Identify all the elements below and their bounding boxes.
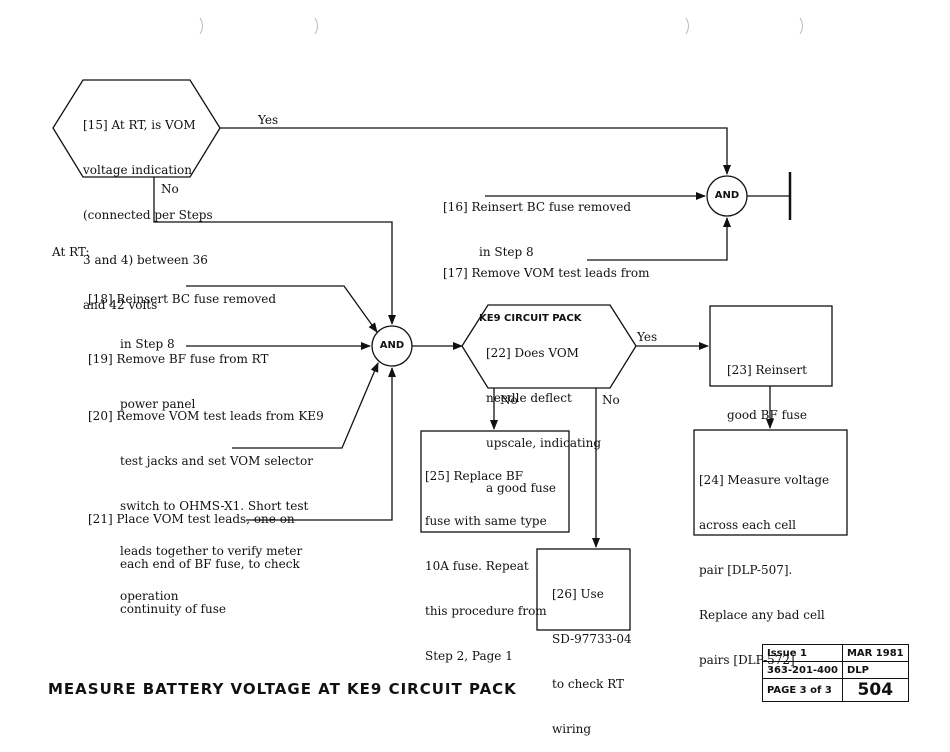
issue-block: Issue 1 MAR 1981 363-201-400 DLP PAGE 3 … xyxy=(762,644,909,702)
step-26-line: to check RT xyxy=(552,677,625,691)
step-21-line: each end of BF fuse, to check xyxy=(120,557,300,571)
step-18-line: [18] Reinsert BC fuse removed xyxy=(88,292,277,306)
no-label-22-left: No xyxy=(500,393,518,407)
step-17-line: [17] Remove VOM test leads from xyxy=(443,266,650,280)
step-26-line: SD-97733-04 xyxy=(552,632,632,646)
step-22: [22] Does VOM needle deflect upscale, in… xyxy=(486,316,601,511)
step-19: [19] Remove BF fuse from RT power panel xyxy=(88,322,269,427)
step-20-line: [20] Remove VOM test leads from KE9 xyxy=(88,409,324,423)
punch-mark xyxy=(314,17,318,35)
step-25-line: this procedure from xyxy=(425,604,547,618)
box-25-shape xyxy=(420,430,570,533)
box-23-shape xyxy=(709,305,833,387)
issue-number: Issue 1 xyxy=(762,644,843,662)
step-21-line: [21] Place VOM test leads, one on xyxy=(88,512,295,526)
punch-mark xyxy=(199,17,203,35)
step-24-line: across each cell xyxy=(699,518,796,532)
page-indicator: PAGE 3 of 3 xyxy=(762,678,843,702)
doc-number: 363-201-400 xyxy=(762,661,843,679)
step-24-line: Replace any bad cell xyxy=(699,608,825,622)
step-16-line: in Step 8 xyxy=(479,245,534,259)
step-22-line: [22] Does VOM xyxy=(486,346,579,360)
step-25-line: 10A fuse. Repeat xyxy=(425,559,529,573)
step-18-line: in Step 8 xyxy=(120,337,175,351)
dlp-number: 504 xyxy=(841,678,909,702)
step-19-line: [19] Remove BF fuse from RT xyxy=(88,352,269,366)
step-20-line: operation xyxy=(120,589,179,603)
step-25-line: [25] Replace BF xyxy=(425,469,524,483)
step-26-line: [26] Use xyxy=(552,587,604,601)
step-22-line: upscale, indicating xyxy=(486,436,602,450)
yes-label-15: Yes xyxy=(258,113,279,127)
step-15-line: (connected per Steps xyxy=(83,208,213,222)
step-18: [18] Reinsert BC fuse removed in Step 8 xyxy=(88,262,276,367)
step-23-line: [23] Reinsert xyxy=(727,363,807,377)
page-title: MEASURE BATTERY VOLTAGE AT KE9 CIRCUIT P… xyxy=(48,680,517,698)
punch-mark xyxy=(799,17,803,35)
no-label-22-right: No xyxy=(602,393,620,407)
step-15-line: voltage indication xyxy=(83,163,192,177)
step-17: [17] Remove VOM test leads from KE9 CIRC… xyxy=(443,236,650,341)
step-15: [15] At RT, is VOM voltage indication (c… xyxy=(83,88,213,328)
step-21: [21] Place VOM test leads, one on each e… xyxy=(88,482,300,632)
step-20: [20] Remove VOM test leads from KE9 test… xyxy=(88,379,324,619)
step-17-line: KE9 CIRCUIT PACK xyxy=(479,313,582,324)
connector-15-no xyxy=(153,177,396,325)
connector-21 xyxy=(246,367,396,521)
and-gate-1-label: AND xyxy=(714,190,740,201)
step-24-line: pair [DLP-507]. xyxy=(699,563,793,577)
step-21-line: continuity of fuse xyxy=(120,602,226,616)
and-gate-2-label: AND xyxy=(379,340,405,351)
step-25-line: fuse with same type xyxy=(425,514,547,528)
dlp-label: DLP xyxy=(841,661,909,679)
connector-17 xyxy=(587,217,731,261)
connector-15-yes xyxy=(220,127,731,175)
step-20-line: switch to OHMS-X1. Short test xyxy=(120,499,309,513)
step-22-line: needle deflect xyxy=(486,391,572,405)
step-25-line: Step 2, Page 1 xyxy=(425,649,513,663)
flowchart-canvas xyxy=(52,17,848,631)
connector-20 xyxy=(232,362,379,449)
intro-text: At RT: xyxy=(52,245,90,259)
yes-label-22: Yes xyxy=(637,330,658,344)
step-26-line: wiring xyxy=(552,722,592,736)
step-16: [16] Reinsert BC fuse removed in Step 8 xyxy=(443,170,631,275)
step-22-line: a good fuse xyxy=(486,481,557,495)
step-20-line: leads together to verify meter xyxy=(120,544,303,558)
step-23-line: good BF fuse xyxy=(727,408,808,422)
no-label-15: No xyxy=(161,182,179,196)
step-23: [23] Reinsert good BF fuse xyxy=(727,333,807,438)
decision-15-shape xyxy=(52,79,221,178)
step-24-line: [24] Measure voltage xyxy=(699,473,830,487)
step-15-line: and 42 volts xyxy=(83,298,158,312)
step-15-line: 3 and 4) between 36 xyxy=(83,253,208,267)
step-26: [26] Use SD-97733-04 to check RT wiring xyxy=(552,557,632,752)
punch-mark xyxy=(685,17,689,35)
step-15-line: [15] At RT, is VOM xyxy=(83,118,196,132)
step-20-line: test jacks and set VOM selector xyxy=(120,454,313,468)
step-16-line: [16] Reinsert BC fuse removed xyxy=(443,200,632,214)
step-19-line: power panel xyxy=(120,397,196,411)
box-24-shape xyxy=(693,429,848,536)
issue-date: MAR 1981 xyxy=(841,644,909,662)
step-25: [25] Replace BF fuse with same type 10A … xyxy=(425,439,547,679)
connector-18 xyxy=(186,285,378,333)
box-26-shape xyxy=(536,548,631,631)
